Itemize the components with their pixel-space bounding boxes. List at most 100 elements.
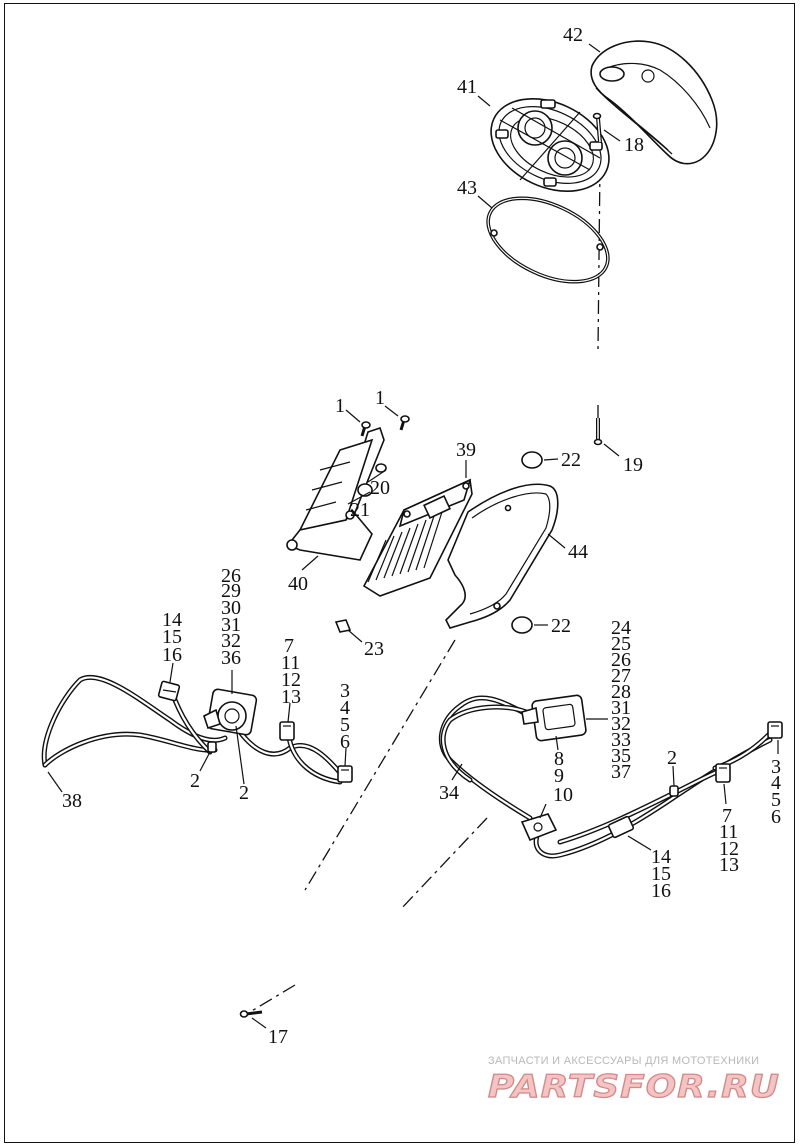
label-6-right: 6 bbox=[771, 806, 781, 828]
label-2c: 2 bbox=[667, 747, 677, 769]
label-10: 10 bbox=[553, 784, 573, 806]
label-35-right: 35 bbox=[611, 745, 631, 767]
label-40: 40 bbox=[288, 573, 308, 595]
label-stack-left-switch: 26 29 30 31 32 36 bbox=[221, 565, 241, 669]
screw-17 bbox=[239, 1010, 263, 1018]
label-34: 34 bbox=[439, 782, 459, 804]
label-39: 39 bbox=[456, 439, 476, 461]
label-12-right: 12 bbox=[719, 838, 739, 860]
label-6-left: 6 bbox=[340, 731, 350, 753]
label-43: 43 bbox=[457, 177, 477, 199]
right-connector-3 bbox=[767, 721, 783, 739]
label-37-right: 37 bbox=[611, 761, 631, 783]
speaker-cover bbox=[590, 40, 718, 165]
amplifier-cover bbox=[445, 483, 559, 629]
label-27-right: 27 bbox=[611, 665, 631, 687]
screw-1b bbox=[399, 415, 410, 431]
label-14-right: 14 bbox=[651, 846, 671, 868]
right-clip-2 bbox=[669, 785, 679, 797]
label-stack-8-9: 8 9 bbox=[554, 748, 564, 787]
label-22a: 22 bbox=[561, 449, 581, 471]
label-38: 38 bbox=[62, 790, 82, 812]
label-1a: 1 bbox=[335, 395, 345, 417]
speaker-gasket bbox=[486, 196, 610, 284]
label-stack-right-14: 14 15 16 bbox=[651, 846, 671, 902]
label-26-right: 26 bbox=[611, 649, 631, 671]
left-clip-2 bbox=[207, 741, 217, 753]
right-connector-10 bbox=[520, 813, 558, 842]
leader-lines bbox=[47, 43, 779, 1029]
label-3-left: 3 bbox=[340, 680, 350, 702]
mounting-bracket bbox=[286, 426, 385, 561]
label-5-left: 5 bbox=[340, 714, 350, 736]
label-16-left: 16 bbox=[162, 644, 182, 666]
left-connector-14 bbox=[157, 680, 181, 702]
label-19: 19 bbox=[623, 454, 643, 476]
label-1b: 1 bbox=[375, 387, 385, 409]
screw-18 bbox=[592, 112, 602, 143]
speaker bbox=[490, 97, 610, 193]
plug-22-bottom bbox=[511, 616, 533, 634]
label-stack-right-3: 3 4 5 6 bbox=[771, 756, 781, 828]
label-12-left: 12 bbox=[281, 669, 301, 691]
watermark: ЗАПЧАСТИ И АКСЕССУАРЫ ДЛЯ МОТОТЕХНИКИ PA… bbox=[487, 1055, 780, 1106]
label-4-left: 4 bbox=[340, 697, 350, 719]
label-4-right: 4 bbox=[771, 772, 781, 794]
label-24-right: 24 bbox=[611, 617, 631, 639]
right-connector-7 bbox=[715, 763, 731, 783]
label-14-left: 14 bbox=[162, 609, 182, 631]
label-22b: 22 bbox=[551, 615, 571, 637]
label-32-right: 32 bbox=[611, 713, 631, 735]
label-42: 42 bbox=[563, 24, 583, 46]
label-stack-left-7: 7 11 12 13 bbox=[281, 635, 301, 708]
amplifier bbox=[362, 478, 473, 597]
screw-19 bbox=[593, 418, 603, 446]
label-26-left: 26 bbox=[221, 565, 241, 587]
label-2a: 2 bbox=[190, 770, 200, 792]
label-31-right: 31 bbox=[611, 697, 631, 719]
left-wiring-harness bbox=[41, 674, 349, 785]
label-stack-right-7: 7 11 12 13 bbox=[719, 805, 739, 876]
label-16-right: 16 bbox=[651, 880, 671, 902]
assembly-center-lines bbox=[249, 164, 601, 1013]
label-29-left: 29 bbox=[221, 580, 241, 602]
label-13-right: 13 bbox=[719, 854, 739, 876]
label-41: 41 bbox=[457, 76, 477, 98]
left-connector-7 bbox=[279, 721, 295, 741]
right-switch-housing bbox=[521, 694, 587, 742]
label-stack-right-switch: 24 25 26 27 28 31 32 33 35 37 bbox=[611, 617, 631, 783]
label-33-right: 33 bbox=[611, 729, 631, 751]
left-connector-3 bbox=[337, 765, 353, 783]
label-30-left: 30 bbox=[221, 597, 241, 619]
diagram-frame bbox=[4, 3, 795, 1143]
label-18: 18 bbox=[624, 134, 644, 156]
label-3-right: 3 bbox=[771, 756, 781, 778]
label-7-left: 7 bbox=[284, 635, 294, 657]
label-13-left: 13 bbox=[281, 686, 301, 708]
label-25-right: 25 bbox=[611, 633, 631, 655]
label-stack-left-14: 14 15 16 bbox=[162, 609, 182, 666]
plug-22-top bbox=[521, 451, 543, 469]
label-31-left: 31 bbox=[221, 614, 241, 636]
label-9: 9 bbox=[554, 765, 564, 787]
screw-1a bbox=[360, 421, 371, 437]
part-labels: 42 41 18 43 19 1 1 39 22 20 21 44 40 23 … bbox=[62, 24, 781, 1048]
label-15-left: 15 bbox=[162, 626, 182, 648]
label-15-right: 15 bbox=[651, 863, 671, 885]
watermark-subtitle: ЗАПЧАСТИ И АКСЕССУАРЫ ДЛЯ МОТОТЕХНИКИ bbox=[488, 1055, 759, 1067]
left-switch-housing bbox=[203, 688, 258, 736]
label-21: 21 bbox=[350, 499, 370, 521]
label-5-right: 5 bbox=[771, 789, 781, 811]
right-connector-14 bbox=[607, 815, 635, 839]
label-11-right: 11 bbox=[719, 821, 738, 843]
label-32-left: 32 bbox=[221, 630, 241, 652]
label-stack-left-3: 3 4 5 6 bbox=[340, 680, 350, 753]
label-11-left: 11 bbox=[281, 652, 300, 674]
nut-23 bbox=[334, 619, 352, 633]
watermark-logo: PARTSFOR.RU bbox=[488, 1069, 780, 1105]
label-20: 20 bbox=[370, 477, 390, 499]
label-7-right: 7 bbox=[722, 805, 732, 827]
label-8: 8 bbox=[554, 748, 564, 770]
label-2b: 2 bbox=[239, 782, 249, 804]
